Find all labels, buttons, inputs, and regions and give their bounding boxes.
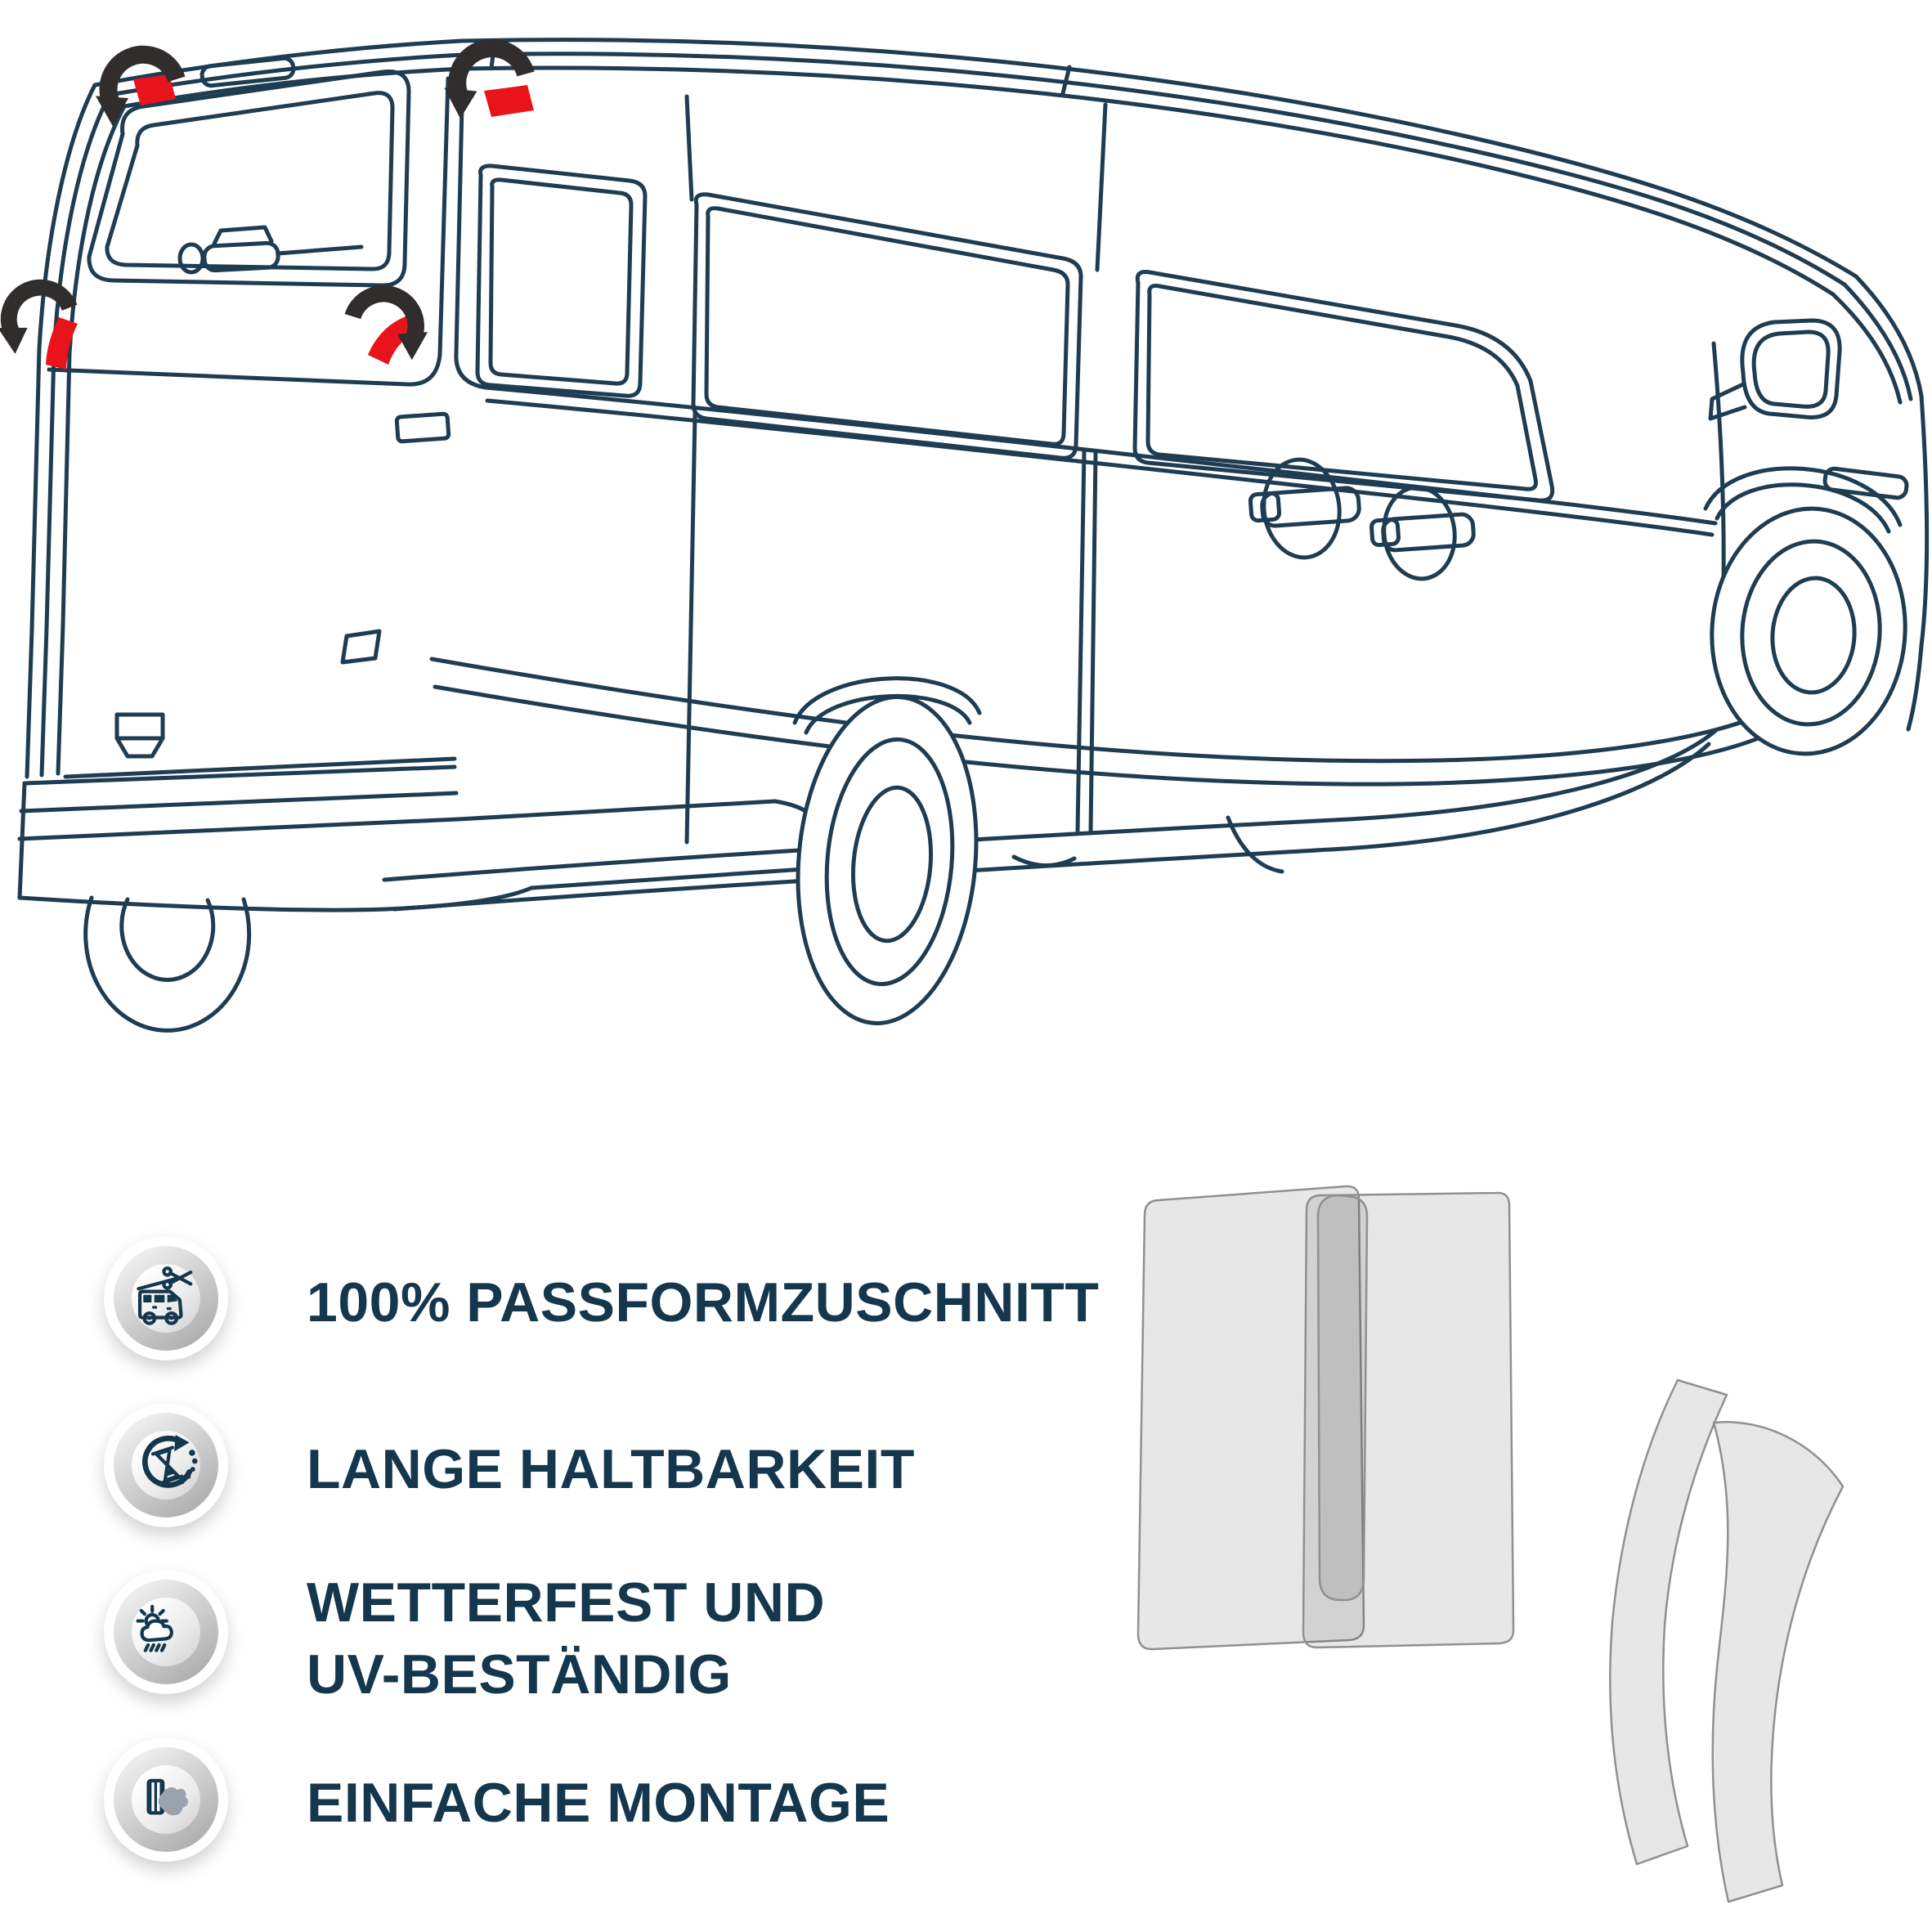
rear-wiper [177, 225, 364, 275]
film-curved-left [1609, 1378, 1728, 1866]
front-door-window-inner [1145, 284, 1538, 491]
marker-top-left [133, 74, 176, 105]
a-pillar [1854, 274, 1930, 732]
film-pieces [1136, 1185, 1845, 1903]
tailgate-shoulder [47, 76, 451, 387]
side-window-rear-inner [488, 177, 634, 386]
feature-label-fit: 100% PASSFORMZUSCHNITT [307, 1271, 1100, 1334]
third-brake-light [199, 56, 296, 88]
feature-label-durability: LANGE HALTBARKEIT [307, 1438, 915, 1500]
rear-corner-edges [25, 83, 97, 779]
film-application-icon [146, 1778, 189, 1816]
tailgate-handle [114, 712, 165, 759]
side-moulding [429, 657, 1760, 764]
badge-durability [104, 1403, 228, 1527]
hourglass-cycle-icon [142, 1435, 198, 1488]
feature-label-weather-line2: UV-BESTÄNDIG [307, 1643, 732, 1706]
film-sheet-left [1136, 1185, 1365, 1651]
van-scissors-icon [137, 1266, 193, 1325]
marker-bottom-left [46, 317, 78, 370]
rear-window-inner [105, 91, 395, 271]
tailgate-bottom-seam [63, 756, 457, 779]
roofline [459, 38, 1858, 279]
tailgate-lock [394, 411, 451, 444]
side-window-middle-inner [704, 206, 1070, 446]
side-mirror [1708, 318, 1842, 421]
front-door-window-outer [1132, 270, 1555, 503]
side-window-rear-outer [475, 164, 648, 398]
film-strip-middle [1316, 1194, 1369, 1602]
rear-window-outer [87, 69, 411, 288]
badge-montage [104, 1737, 228, 1862]
marker-top-right [484, 85, 534, 117]
feature-label-weather-line1: WETTERFEST UND [307, 1571, 826, 1634]
rocker-line [382, 728, 1718, 882]
window-sill-line [483, 385, 1718, 526]
film-sheet-right [1302, 1191, 1515, 1649]
rear-left-wheel [83, 895, 252, 1033]
front-door-handle [1369, 485, 1476, 581]
weather-icon [136, 1604, 173, 1652]
film-curved-right [1711, 1421, 1845, 1903]
sliding-door-handle [1248, 457, 1361, 560]
van-line-art [17, 38, 1930, 1033]
front-wheel [1703, 466, 1907, 756]
rear-side-wheel [792, 676, 982, 1025]
feature-label-montage: EINFACHE MONTAGE [307, 1772, 890, 1834]
door-moulding-slot [1822, 466, 1909, 500]
body-flap [340, 629, 382, 665]
badge-fit [104, 1236, 228, 1360]
rear-bumper [17, 764, 824, 912]
marker-arrows [0, 45, 530, 361]
side-window-middle-outer [691, 192, 1083, 460]
badge-weather [104, 1570, 228, 1694]
